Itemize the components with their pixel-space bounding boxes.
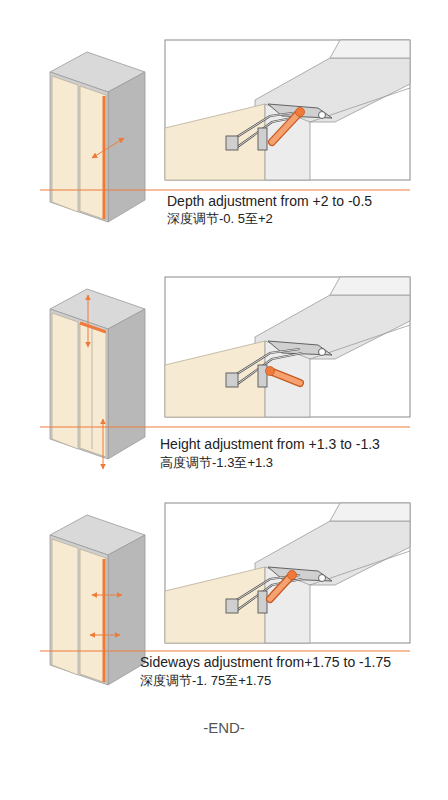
adjust-arrow: [90, 635, 120, 636]
cabinet-figure: [50, 52, 145, 222]
hinge-closeup: [165, 277, 410, 417]
caption-english: Sideways adjustment from+1.75 to -1.75: [140, 654, 391, 671]
caption-chinese: 高度调节-1.3至+1.3: [160, 455, 273, 471]
cabinet-figure: [50, 289, 145, 459]
caption-chinese: 深度调节-0. 5至+2: [167, 211, 273, 227]
adjust-arrow: [88, 295, 89, 347]
adjust-arrow: [92, 138, 124, 158]
screwdriver: [270, 571, 297, 600]
separator-line: [40, 190, 410, 191]
caption-chinese: 深度调节-1. 75至+1.75: [140, 673, 271, 689]
caption-english: Depth adjustment from +2 to -0.5: [167, 193, 372, 210]
separator-line: [40, 651, 410, 652]
cabinet-figure: [50, 515, 145, 685]
end-mark: -END-: [203, 719, 245, 737]
adjustment-row: [40, 277, 410, 469]
caption-english: Height adjustment from +1.3 to -1.3: [160, 436, 380, 453]
hinge-closeup: [165, 503, 410, 643]
adjustment-row: [40, 40, 410, 222]
separator-line: [40, 427, 410, 428]
screwdriver: [272, 108, 305, 143]
hinge-closeup: [165, 40, 410, 180]
adjustment-row: [40, 503, 410, 685]
adjust-arrow: [92, 595, 122, 596]
screwdriver: [266, 367, 301, 384]
